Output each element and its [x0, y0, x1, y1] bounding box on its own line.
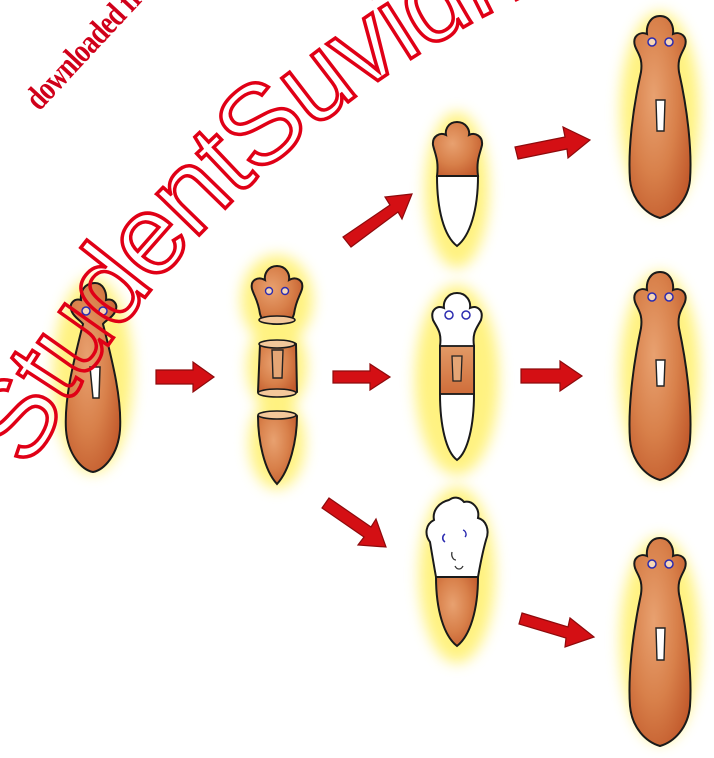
regenerated-planarian-middle: [629, 272, 690, 480]
cut-middle-piece: [258, 340, 297, 397]
regenerated-planarian-bottom: [629, 538, 690, 746]
regenerated-planarian-top: [629, 16, 690, 218]
